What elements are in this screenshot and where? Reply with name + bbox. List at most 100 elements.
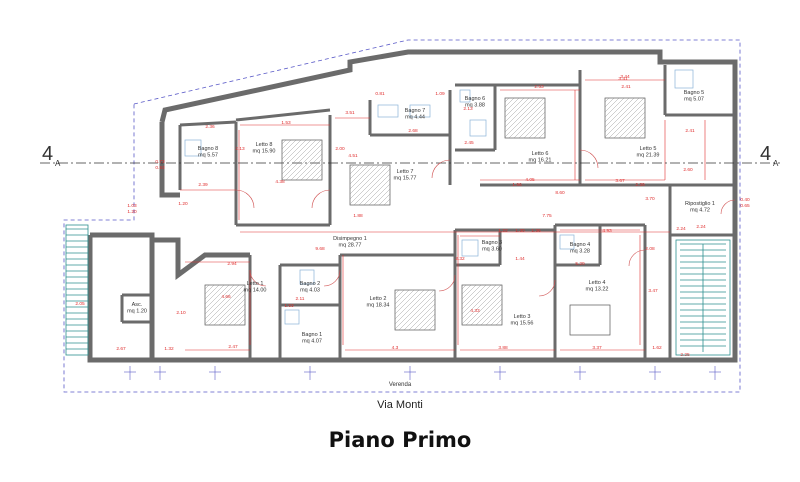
dimension-value: 0.73 xyxy=(155,159,165,165)
dimension-value: 2.94 xyxy=(227,261,237,267)
dimension-value: 2.41 xyxy=(621,84,631,90)
dimension-value: 3.44 xyxy=(620,74,630,80)
dimension-value: 4.38 xyxy=(275,179,285,185)
site-boundary xyxy=(63,39,741,393)
dimension-value: 1.20 xyxy=(178,201,188,207)
dimension-value: 0.65 xyxy=(740,203,750,209)
dimension-value: 4.93 xyxy=(602,228,612,234)
dimension-value: 2.00 xyxy=(335,146,345,152)
room-name-letto7: Letto 7 xyxy=(397,169,414,175)
room-name-bagno6: Bagno 6 xyxy=(465,96,486,102)
room-area-letto5: mq 21.39 xyxy=(637,153,660,159)
bathroom-fixtures xyxy=(184,69,694,325)
dimension-value: 0.81 xyxy=(375,91,385,97)
dimension-value: 1.36 xyxy=(531,228,541,234)
room-area-letto6: mq 16.21 xyxy=(529,158,552,164)
room-name-letto1: Letto 1 xyxy=(247,281,264,287)
dimension-lines xyxy=(180,79,706,351)
room-name-bagno2: Bagno 2 xyxy=(300,281,321,287)
dimension-value: 1.09 xyxy=(435,91,445,97)
door-swings xyxy=(235,149,736,297)
room-area-asc: mq 1.20 xyxy=(127,309,147,315)
room-name-bagno3: Bagno 3 xyxy=(482,240,503,246)
room-area-bagno5: mq 5.07 xyxy=(684,97,704,103)
stairs-right xyxy=(675,239,731,356)
room-name-bagno7: Bagno 7 xyxy=(405,108,426,114)
room-name-bagno5: Bagno 5 xyxy=(684,90,705,96)
dimension-value: 2.68 xyxy=(408,128,418,134)
room-name-disimpegno1: Disimpegno 1 xyxy=(333,236,367,242)
dimension-value: 4.66 xyxy=(221,294,231,300)
dimension-value: 8.60 xyxy=(555,190,565,196)
interior-walls xyxy=(120,65,735,360)
section-line: 4 A 4 A xyxy=(40,143,780,168)
dimension-value: 3.67 xyxy=(615,178,625,184)
room-name-letto2: Letto 2 xyxy=(370,296,387,302)
room-area-letto4: mq 13.22 xyxy=(586,287,609,293)
dimension-value: 0.93 xyxy=(155,165,165,171)
dimension-value: 2.45 xyxy=(464,140,474,146)
dimension-value: 2.13 xyxy=(463,106,473,112)
room-name-bagno4: Bagno 4 xyxy=(570,242,591,248)
room-name-letto6: Letto 6 xyxy=(532,151,549,157)
room-area-bagno8: mq 5.57 xyxy=(198,153,218,159)
room-name-letto5: Letto 5 xyxy=(640,146,657,152)
dimension-value: 2.36 xyxy=(205,124,215,130)
dimension-value: 2.67 xyxy=(116,346,126,352)
dimension-value: 2.47 xyxy=(228,344,238,350)
dimension-value: 1.22 xyxy=(498,228,508,234)
room-name-letto3: Letto 3 xyxy=(514,314,531,320)
dimension-value: 1.88 xyxy=(353,213,363,219)
section-number-left: 4 xyxy=(42,143,53,165)
dimension-value: 2.32 xyxy=(455,256,465,262)
dimension-value: 1.20 xyxy=(127,209,137,215)
dimension-value: 3.37 xyxy=(592,345,602,351)
room-area-disimpegno1: mq 28.77 xyxy=(339,243,362,249)
room-area-letto7: mq 15.77 xyxy=(394,176,417,182)
room-name-bagno1: Bagno 1 xyxy=(302,332,323,338)
section-marker-right: A xyxy=(773,159,779,168)
dimension-value: 1.03 xyxy=(127,203,137,209)
dimension-value: 1.32 xyxy=(164,346,174,352)
building-walls xyxy=(87,49,738,363)
room-name-letto8: Letto 8 xyxy=(256,142,273,148)
dimension-value: 2.25 xyxy=(680,352,690,358)
room-name-letto4: Letto 4 xyxy=(589,280,606,286)
dimension-value: 7.75 xyxy=(542,213,552,219)
dimension-value: 3.47 xyxy=(648,288,658,294)
veranda-label: Verenda xyxy=(389,382,412,388)
dimension-value: 2.13 xyxy=(235,146,245,152)
room-area-letto3: mq 15.56 xyxy=(511,321,534,327)
dimension-value: 1.96 xyxy=(512,182,522,188)
dimension-value: 2.53 xyxy=(534,84,544,90)
dimension-value: 4.51 xyxy=(348,153,358,159)
dimension-value: 1.53 xyxy=(284,303,294,309)
dimension-value: 2.24 xyxy=(696,224,706,230)
dimension-value: 5.29 xyxy=(575,261,585,267)
bottom-markers xyxy=(124,366,721,380)
room-area-bagno3: mq 3.60 xyxy=(482,247,502,253)
dimension-value: 2.41 xyxy=(685,128,695,134)
room-name-ripostiglio1: Ripostiglio 1 xyxy=(685,201,715,207)
dimension-value: 2.08 xyxy=(645,246,655,252)
dimension-value: 2.10 xyxy=(176,310,186,316)
section-marker-left: A xyxy=(55,159,61,168)
dimension-value: 3.70 xyxy=(645,196,655,202)
dimension-value: 9.68 xyxy=(315,246,325,252)
room-name-asc: Asc. xyxy=(132,302,143,308)
dimension-value: 2.11 xyxy=(296,296,305,302)
room-area-bagno1: mq 4.07 xyxy=(302,339,322,345)
dimension-value: 1.62 xyxy=(652,345,662,351)
dimension-value: 2.24 xyxy=(676,226,686,232)
floor-title: Piano Primo xyxy=(328,428,472,452)
dimension-value: 0.40 xyxy=(740,197,750,203)
room-area-bagno2: mq 4.03 xyxy=(300,288,320,294)
room-area-letto2: mq 18.34 xyxy=(367,303,390,309)
room-area-letto8: mq 15.90 xyxy=(253,149,276,155)
room-area-letto1: mq 14.00 xyxy=(244,288,267,294)
dimension-value: 3.51 xyxy=(345,110,355,116)
street-label: Via Monti xyxy=(377,399,423,411)
